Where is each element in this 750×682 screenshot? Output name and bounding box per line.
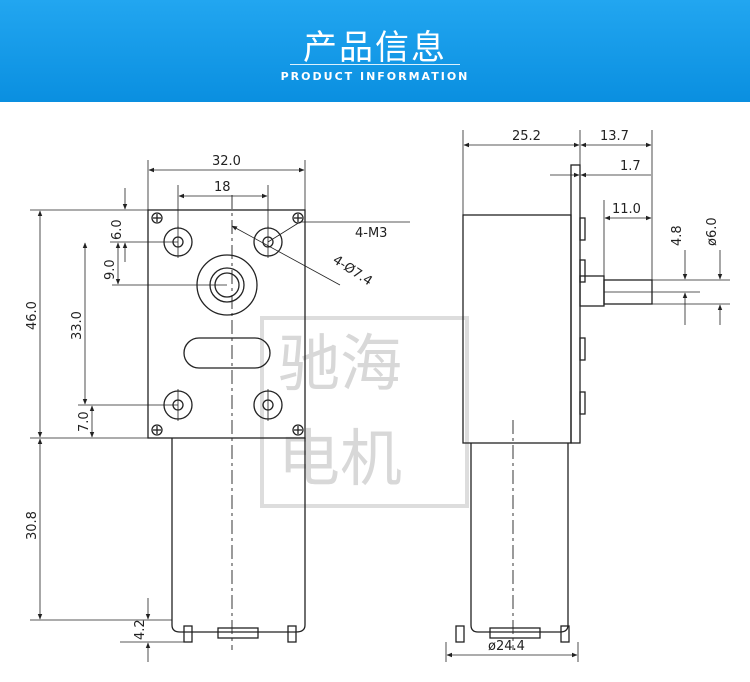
dim-shaft-total: 13.7: [600, 129, 629, 144]
dim-gearbox-depth: 25.2: [512, 129, 541, 144]
dim-shaft-offset: 9.0: [103, 259, 118, 280]
watermark-line2: 电机: [278, 422, 402, 495]
dim-terminal-length: 4.2: [133, 619, 148, 640]
page-subtitle: PRODUCT INFORMATION: [280, 70, 470, 83]
side-gearbox: [462, 214, 572, 444]
dim-shaft-step: 1.7: [620, 159, 641, 174]
dim-flat-height: 4.8: [670, 225, 685, 246]
dim-height-total: 46.0: [25, 301, 40, 330]
label-hole: 4-Ø7.4: [330, 253, 375, 289]
page-title: 产品信息: [303, 28, 447, 68]
label-thread: 4-M3: [355, 226, 387, 241]
dim-motor-length: 30.8: [25, 511, 40, 540]
dim-motor-diameter: ø24.4: [488, 639, 525, 654]
title-divider: [290, 64, 460, 65]
side-motor: [470, 443, 569, 633]
front-view: [30, 160, 410, 662]
watermark: 驰海 电机: [260, 316, 469, 508]
side-view: [445, 130, 730, 662]
gearbox-plate: [147, 209, 306, 439]
dim-shaft-diameter: ø6.0: [705, 217, 720, 246]
header-banner: 产品信息 PRODUCT INFORMATION: [0, 0, 750, 102]
dim-bottom-offset: 7.0: [77, 411, 92, 432]
watermark-line1: 驰海: [278, 327, 402, 400]
dim-hole-spacing-x: 18: [214, 180, 231, 195]
dim-hole-spacing-y: 33.0: [70, 311, 85, 340]
dim-width-total: 32.0: [212, 154, 241, 169]
motor-body: [171, 438, 306, 633]
dim-shaft-flat: 11.0: [612, 202, 641, 217]
dim-top-offset: 6.0: [110, 219, 125, 240]
